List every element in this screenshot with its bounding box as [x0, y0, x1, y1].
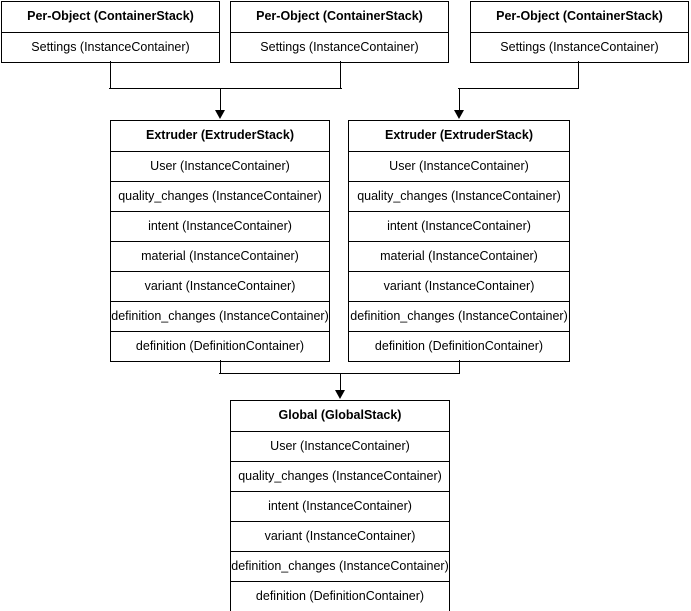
edge-extruder-2-stem — [459, 88, 460, 111]
node-row: definition (DefinitionContainer) — [231, 581, 449, 611]
node-row: definition_changes (InstanceContainer) — [111, 301, 329, 331]
node-row: Settings (InstanceContainer) — [2, 32, 219, 62]
node-row: User (InstanceContainer) — [231, 431, 449, 461]
node-row: definition (DefinitionContainer) — [349, 331, 569, 361]
edge-merge-bar-global — [219, 373, 460, 374]
node-header: Per-Object (ContainerStack) — [231, 2, 448, 32]
node-row: quality_changes (InstanceContainer) — [349, 181, 569, 211]
node-row: Settings (InstanceContainer) — [471, 32, 688, 62]
node-extruder-2[interactable]: Extruder (ExtruderStack) User (InstanceC… — [348, 120, 570, 362]
node-row: variant (InstanceContainer) — [231, 521, 449, 551]
node-row: material (InstanceContainer) — [349, 241, 569, 271]
edge-per-object-2-drop — [340, 61, 341, 89]
node-row: intent (InstanceContainer) — [231, 491, 449, 521]
node-header: Global (GlobalStack) — [231, 401, 449, 431]
node-extruder-1[interactable]: Extruder (ExtruderStack) User (InstanceC… — [110, 120, 330, 362]
node-row: definition_changes (InstanceContainer) — [231, 551, 449, 581]
node-row: definition_changes (InstanceContainer) — [349, 301, 569, 331]
node-row: Settings (InstanceContainer) — [231, 32, 448, 62]
node-row: intent (InstanceContainer) — [111, 211, 329, 241]
arrow-to-extruder-1 — [215, 110, 225, 119]
edge-elbow-extruder-2 — [458, 88, 579, 89]
edge-extruder-1-stem — [220, 88, 221, 111]
node-row: variant (InstanceContainer) — [349, 271, 569, 301]
arrow-to-global — [335, 390, 345, 399]
edge-extruder-1-drop — [220, 360, 221, 374]
node-row: User (InstanceContainer) — [111, 151, 329, 181]
node-per-object-1[interactable]: Per-Object (ContainerStack) Settings (In… — [1, 1, 220, 63]
node-row: material (InstanceContainer) — [111, 241, 329, 271]
node-row: quality_changes (InstanceContainer) — [111, 181, 329, 211]
node-global[interactable]: Global (GlobalStack) User (InstanceConta… — [230, 400, 450, 611]
edge-extruder-2-drop — [459, 360, 460, 374]
edge-per-object-3-drop — [578, 61, 579, 89]
node-header: Per-Object (ContainerStack) — [2, 2, 219, 32]
node-row: definition (DefinitionContainer) — [111, 331, 329, 361]
edge-per-object-1-drop — [110, 61, 111, 89]
node-header: Extruder (ExtruderStack) — [111, 121, 329, 151]
node-row: User (InstanceContainer) — [349, 151, 569, 181]
node-header: Per-Object (ContainerStack) — [471, 2, 688, 32]
node-row: variant (InstanceContainer) — [111, 271, 329, 301]
node-per-object-2[interactable]: Per-Object (ContainerStack) Settings (In… — [230, 1, 449, 63]
node-row: intent (InstanceContainer) — [349, 211, 569, 241]
node-header: Extruder (ExtruderStack) — [349, 121, 569, 151]
node-row: quality_changes (InstanceContainer) — [231, 461, 449, 491]
edge-merge-bar-extruder-1 — [109, 88, 342, 89]
edge-global-stem — [340, 373, 341, 391]
node-per-object-3[interactable]: Per-Object (ContainerStack) Settings (In… — [470, 1, 689, 63]
arrow-to-extruder-2 — [454, 110, 464, 119]
